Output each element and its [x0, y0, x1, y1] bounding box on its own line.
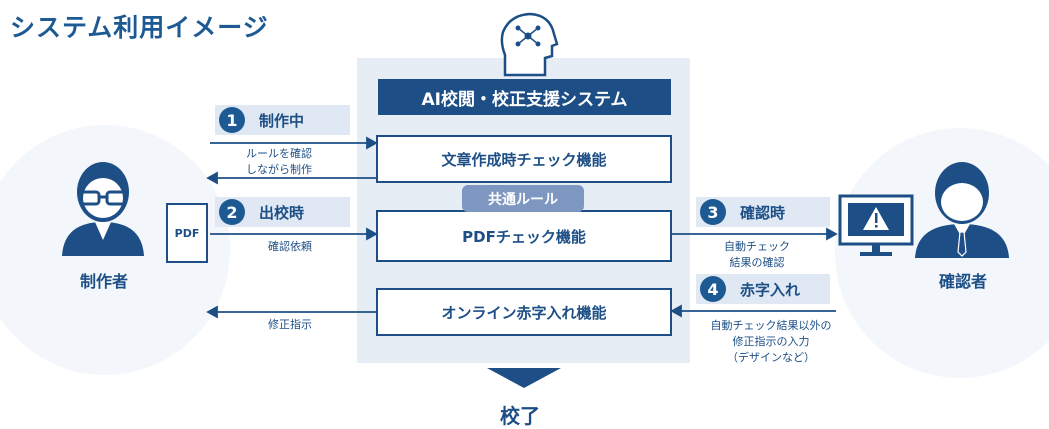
- step-1: 1 制作中: [215, 105, 350, 135]
- monitor-warning-icon: [838, 194, 914, 256]
- function-online-redline: オンライン赤字入れ機能: [376, 288, 672, 336]
- function-writing-check: 文章作成時チェック機能: [376, 135, 672, 183]
- step-2: 2 出校時: [215, 197, 350, 227]
- note-line: 自動チェック結果以外の: [710, 319, 832, 332]
- note-line: ルールを確認: [246, 147, 312, 160]
- note-line: （デザインなど）: [727, 351, 815, 364]
- step-label: 出校時: [259, 203, 305, 222]
- note-auto-check: 自動チェック 結果の確認: [724, 239, 790, 271]
- step-label: 確認時: [740, 203, 786, 222]
- system-title: AI校閲・校正支援システム: [378, 79, 671, 115]
- down-arrow-icon: [487, 368, 561, 388]
- creator-person-icon: [62, 162, 144, 256]
- ai-brain-icon: [500, 12, 559, 77]
- note-other-corrections: 自動チェック結果以外の 修正指示の入力 （デザインなど）: [696, 318, 846, 366]
- step-number: 3: [700, 199, 726, 225]
- step-3: 3 確認時: [696, 197, 830, 227]
- finish-label: 校了: [500, 404, 540, 428]
- pdf-document-icon: PDF: [166, 203, 208, 263]
- step-4: 4 赤字入れ: [696, 274, 830, 304]
- step-number: 1: [219, 107, 245, 133]
- common-rule-badge: 共通ルール: [462, 185, 584, 212]
- note-line: 結果の確認: [729, 256, 785, 269]
- step-label: 制作中: [259, 111, 305, 130]
- note-line: 修正指示の入力: [732, 335, 810, 348]
- step-number: 2: [219, 199, 245, 225]
- note-correction: 修正指示: [268, 318, 312, 331]
- reviewer-label: 確認者: [939, 272, 988, 291]
- function-pdf-check: PDFチェック機能: [376, 210, 672, 262]
- note-line: 自動チェック: [724, 240, 790, 253]
- note-request: 確認依頼: [268, 240, 312, 253]
- page-title: システム利用イメージ: [10, 13, 269, 42]
- step-number: 4: [700, 276, 726, 302]
- creator-label: 制作者: [80, 272, 129, 291]
- reviewer-person-icon: [915, 162, 1009, 258]
- note-line: しながら制作: [246, 163, 312, 176]
- note-check-rule: ルールを確認 しながら制作: [246, 146, 312, 178]
- step-label: 赤字入れ: [740, 280, 801, 299]
